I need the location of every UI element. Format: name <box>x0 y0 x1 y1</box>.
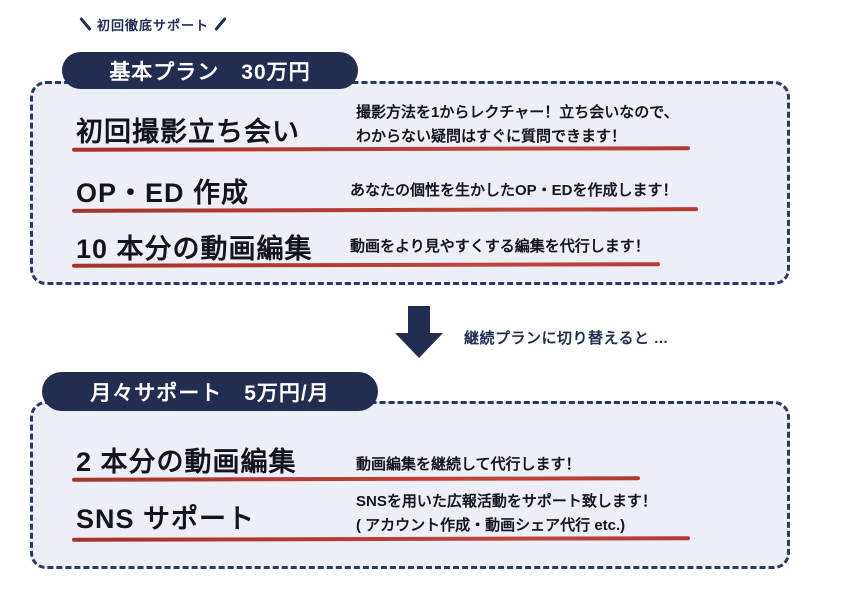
basic-plan-panel <box>30 81 790 285</box>
monthly-item-desc-sns: SNSを用いた広報活動をサポート致します！ ( アカウント作成・動画シェア代行 … <box>356 493 657 534</box>
monthly-item-title-editing: 2 本分の動画編集 <box>76 447 297 477</box>
basic-item-title-editing: 10 本分の動画編集 <box>76 234 313 264</box>
down-arrow-icon <box>395 306 443 358</box>
callout-label: 初回徹底サポート <box>97 17 210 33</box>
basic-item-desc-shooting: 撮影方法を1からレクチャー！立ち会いなので、 わからない疑問はすぐに質問できます… <box>356 104 679 145</box>
monthly-item-desc-editing: 動画編集を継続して代行します！ <box>356 456 581 473</box>
transition-label: 継続プランに切り替えると ... <box>464 330 669 347</box>
monthly-item-title-sns: SNS サポート <box>76 504 256 534</box>
basic-plan-badge: 基本プラン 30万円 <box>62 52 358 89</box>
basic-item-desc-oped: あなたの個性を生かしたOP・EDを作成します！ <box>350 182 678 199</box>
slash-right-icon <box>214 16 227 32</box>
down-arrow-shaft <box>408 306 430 333</box>
down-arrow-head <box>395 333 443 358</box>
monthly-plan-badge: 月々サポート 5万円/月 <box>42 372 378 411</box>
basic-item-desc-editing: 動画をより見やすくする編集を代行します！ <box>350 238 650 255</box>
slash-left-icon <box>79 16 92 32</box>
basic-item-title-shooting: 初回撮影立ち会い <box>76 117 300 147</box>
monthly-plan-panel <box>30 401 790 569</box>
basic-item-title-oped: OP・ED 作成 <box>76 178 250 208</box>
first-time-support-callout: 初回徹底サポート <box>79 10 227 38</box>
